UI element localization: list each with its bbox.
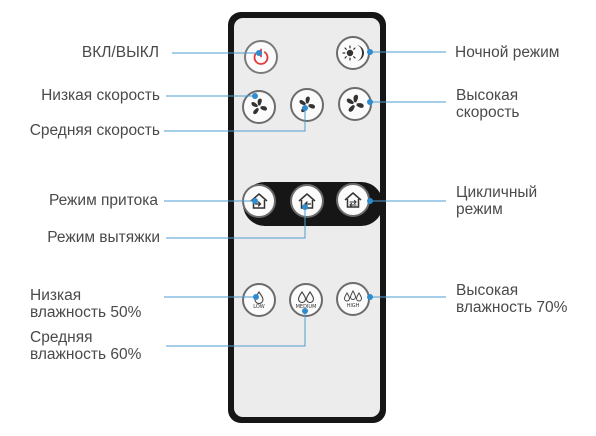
medium-humidity-label-line1: Средняя <box>30 329 93 346</box>
water-drops-icon <box>343 289 363 301</box>
high-speed-label-line1: Высокая <box>456 87 519 104</box>
leader-dot <box>302 308 308 314</box>
medium-speed-label: Средняя скорость <box>29 122 160 139</box>
low-speed-button[interactable] <box>242 90 276 124</box>
leader-line <box>166 207 306 239</box>
high-humidity-label-line2: влажность 70% <box>456 299 568 316</box>
cyclic-mode-label: Цикличный режим <box>456 184 537 218</box>
medium-humidity-label-line2: влажность 60% <box>30 346 142 363</box>
high-humidity-label: Высокая влажность 70% <box>456 282 567 316</box>
leader-dot <box>253 294 259 300</box>
leader-dot <box>367 198 373 204</box>
high-humidity-caption: HIGH <box>346 302 360 309</box>
exhaust-mode-button[interactable] <box>290 184 324 218</box>
low-humidity-label: Низкая влажность 50% <box>30 287 141 321</box>
leader-line <box>166 311 306 347</box>
leader-line <box>164 108 306 132</box>
low-humidity-button[interactable]: LOW <box>242 283 276 317</box>
supply-mode-label: Режим притока <box>48 192 158 209</box>
leader-dot <box>256 50 262 56</box>
cyclic-mode-label-line2: режим <box>456 201 503 218</box>
high-humidity-label-line1: Высокая <box>456 282 519 299</box>
sun-moon-icon <box>342 45 364 61</box>
power-button[interactable] <box>244 40 278 74</box>
exhaust-mode-label: Режим вытяжки <box>47 229 160 246</box>
fan-icon <box>251 98 267 115</box>
leader-dot <box>367 294 373 300</box>
water-drops-icon <box>297 290 315 303</box>
high-speed-button[interactable] <box>338 87 372 121</box>
cyclic-mode-label-line1: Цикличный <box>456 184 538 201</box>
high-speed-label: Высокая скорость <box>456 87 520 121</box>
night-mode-button[interactable] <box>336 36 370 70</box>
medium-speed-button[interactable] <box>290 88 324 122</box>
power-label: ВКЛ/ВЫКЛ <box>81 44 159 61</box>
low-humidity-label-line1: Низкая <box>30 287 82 304</box>
high-speed-label-line2: скорость <box>456 104 520 121</box>
medium-humidity-button[interactable]: MEDIUM <box>289 283 323 317</box>
medium-humidity-label: Средняя влажность 60% <box>30 329 141 363</box>
high-humidity-button[interactable]: HIGH <box>336 282 370 316</box>
low-humidity-label-line2: влажность 50% <box>30 304 142 321</box>
low-humidity-caption: LOW <box>253 303 265 310</box>
leader-dot <box>367 99 373 105</box>
leader-dot <box>252 93 258 99</box>
house-cyclic-icon <box>344 192 362 208</box>
leader-dot <box>367 49 373 55</box>
low-speed-label: Низкая скорость <box>41 87 160 104</box>
leader-dot <box>252 198 258 204</box>
medium-humidity-caption: MEDIUM <box>295 303 317 310</box>
night-mode-label: Ночной режим <box>455 44 560 61</box>
fan-icon <box>346 94 364 112</box>
leader-dot <box>302 204 308 210</box>
leader-dot <box>302 105 308 111</box>
